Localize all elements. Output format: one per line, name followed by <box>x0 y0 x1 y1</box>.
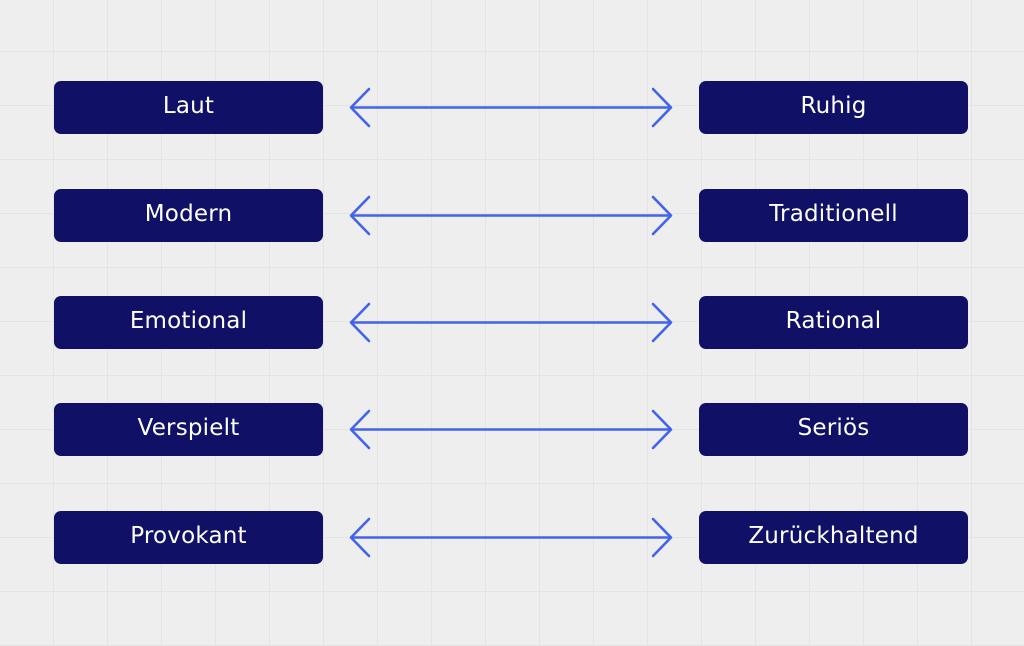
left-term-box[interactable]: Modern <box>54 189 323 242</box>
polarity-row: Verspielt Seriös <box>54 403 968 456</box>
right-term-box[interactable]: Zurückhaltend <box>699 511 968 564</box>
double-headed-horizontal-arrow-icon <box>349 302 673 343</box>
left-term-box[interactable]: Verspielt <box>54 403 323 456</box>
double-headed-horizontal-arrow-icon <box>349 87 673 128</box>
double-headed-horizontal-arrow-icon <box>349 195 673 236</box>
double-headed-horizontal-arrow-icon <box>349 517 673 558</box>
double-arrow-connector <box>343 296 679 349</box>
right-term-box[interactable]: Traditionell <box>699 189 968 242</box>
right-term-box[interactable]: Rational <box>699 296 968 349</box>
double-arrow-connector <box>343 511 679 564</box>
polarity-row: Emotional Rational <box>54 296 968 349</box>
double-headed-horizontal-arrow-icon <box>349 409 673 450</box>
polarity-row: Laut Ruhig <box>54 81 968 134</box>
right-term-box[interactable]: Ruhig <box>699 81 968 134</box>
double-arrow-connector <box>343 81 679 134</box>
double-arrow-connector <box>343 189 679 242</box>
polarity-row: Provokant Zurückhaltend <box>54 511 968 564</box>
left-term-box[interactable]: Laut <box>54 81 323 134</box>
left-term-box[interactable]: Provokant <box>54 511 323 564</box>
polarity-row: Modern Traditionell <box>54 189 968 242</box>
double-arrow-connector <box>343 403 679 456</box>
left-term-box[interactable]: Emotional <box>54 296 323 349</box>
right-term-box[interactable]: Seriös <box>699 403 968 456</box>
